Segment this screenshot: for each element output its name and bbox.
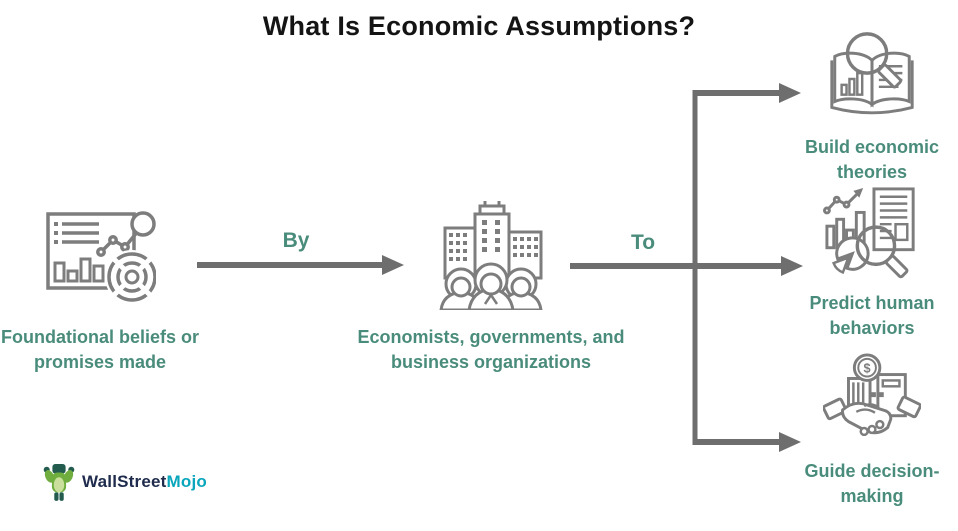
book-magnifier-icon [830,32,914,115]
node-economists-governments: Economists, governments, and business or… [356,200,626,375]
buildings-people-icon [439,201,543,310]
outcome-label-predict-behaviors: Predict human behaviors [809,293,935,339]
outcome-label-guide-decisions: Guide decision-making [804,461,940,507]
dollar-glyph: $ [864,361,871,376]
handshake-money-icon: $ [823,353,921,437]
node-predict-human-behaviors: Predict human behaviors [786,184,958,341]
page-title: What Is Economic Assumptions? [262,11,696,41]
connector-by-label: By [282,229,310,252]
logo-mojo-text: Mojo [166,472,207,491]
outcome-label-build-theories: Build economic theories [804,137,939,183]
analytics-dashboard-icon [46,211,156,304]
node-build-economic-theories: Build economic theories [786,28,958,185]
actor-label: Economists, governments, and business or… [357,327,625,373]
source-label: Foundational beliefs or promises made [0,327,199,373]
node-foundational-beliefs: Foundational beliefs or promises made [0,200,206,375]
chart-magnifier-icon [823,187,915,279]
wallstreetmojo-logo: WallStreetMojo [42,462,207,502]
wallstreetmojo-mascot-icon [43,464,75,501]
node-guide-decision-making: $ Guide decision-making [786,352,958,509]
connector-to-label: To [630,231,656,254]
logo-text: WallStreetMojo [82,472,207,492]
logo-wallstreet-text: WallStreet [82,472,167,491]
